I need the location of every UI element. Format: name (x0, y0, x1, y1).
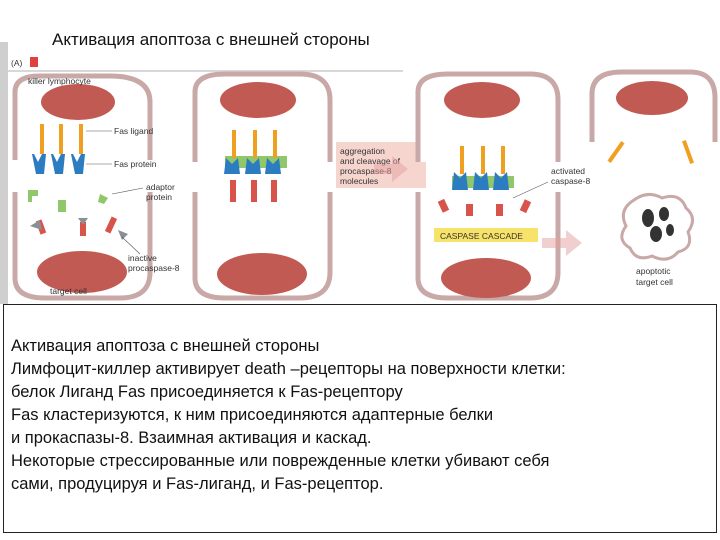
header-rule (8, 70, 403, 72)
label-caspase-8: caspase-8 (551, 176, 590, 186)
note-line: aggregation (340, 146, 385, 156)
fas-proteins (224, 158, 281, 174)
target-nucleus (441, 258, 531, 298)
fas-ligand (40, 124, 44, 154)
fas-proteins (452, 172, 509, 190)
label-inactive: inactive (128, 253, 157, 263)
procaspase-8-molecules (30, 216, 128, 240)
label-apoptotic: apoptotic (636, 266, 671, 276)
leader-line (121, 236, 141, 255)
killer-nucleus (220, 82, 296, 118)
procaspase-8-cluster (230, 180, 277, 202)
fas-ligand (607, 141, 625, 163)
note-line: procaspase-8 (340, 166, 392, 176)
killer-nucleus (444, 82, 520, 118)
panel-tag: (A) (11, 58, 23, 68)
caption-line: Активация апоптоза с внешней стороны (11, 337, 320, 355)
label-procaspase: procaspase-8 (128, 263, 180, 273)
slide-title: Активация апоптоза с внешней стороны (52, 30, 370, 49)
photo-edge (0, 42, 8, 304)
label-adaptor: adaptor (146, 182, 175, 192)
note-line: molecules (340, 176, 378, 186)
label-fas-protein: Fas protein (114, 159, 157, 169)
fas-proteins (32, 154, 85, 174)
figure-svg: (A) killer lymphoc (0, 42, 718, 304)
killer-nucleus (616, 81, 688, 115)
caption-line: сами, продуцируя и Fas-лиганд, и Fas-рец… (11, 475, 384, 493)
label-caspase-cascade: CASPASE CASCADE (440, 231, 523, 241)
label-apoptotic-target: target cell (636, 277, 673, 287)
label-protein: protein (146, 192, 172, 202)
cell-pair-3: CASPASE CASCADE (415, 71, 561, 301)
caspase-cascade-box (434, 228, 538, 242)
final-state (589, 69, 718, 261)
apoptosis-figure: (A) killer lymphoc (0, 42, 720, 304)
leader-line (111, 187, 144, 195)
arrow-icon (542, 230, 582, 256)
fas-ligands (232, 130, 277, 158)
activated-caspase-8 (437, 198, 532, 216)
cell-pair-2 (192, 71, 333, 301)
label-fas-ligand: Fas ligand (114, 126, 153, 136)
target-nucleus (37, 251, 127, 293)
caption-line: и прокаспазы-8. Взаимная активация и кас… (11, 429, 372, 447)
leader-line (512, 181, 549, 199)
aggregation-note: aggregation and cleavage of procaspase-8… (336, 142, 426, 188)
label-activated: activated (551, 166, 585, 176)
caption-box: Активация апоптоза с внешней стороны Лим… (3, 304, 717, 533)
fas-ligand (59, 124, 63, 154)
nuclear-fragments (642, 207, 674, 242)
label-killer: killer lymphocyte (28, 76, 91, 86)
label-target-cell: target cell (50, 286, 87, 296)
fas-ligand (79, 124, 83, 154)
caption-line: Некоторые стрессированные или поврежденн… (11, 452, 550, 470)
fas-ligands (460, 146, 505, 174)
killer-nucleus (41, 84, 115, 120)
panel-mark (30, 57, 38, 67)
caption-line: белок Лиганд Fas присоединяется к Fas-ре… (11, 383, 403, 401)
fas-ligand (682, 140, 694, 164)
adaptor-proteins (28, 190, 108, 212)
cell-pair-1 (12, 73, 153, 301)
arrow-icon (374, 156, 408, 182)
caption-line: Лимфоцит-киллер активирует death –рецепт… (11, 360, 566, 378)
note-line: and cleavage of (340, 156, 401, 166)
target-nucleus (217, 253, 307, 295)
caption-line: Fas кластеризуются, к ним присоединяются… (11, 406, 494, 424)
